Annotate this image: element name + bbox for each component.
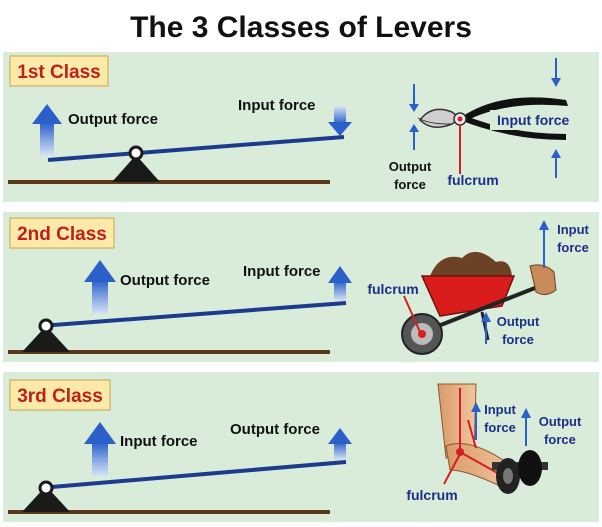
example-input-label-line2: force xyxy=(484,420,516,435)
lever-beam xyxy=(47,135,345,162)
output-force-label: Output force xyxy=(68,111,158,128)
example-output-label-line2: force xyxy=(394,177,426,192)
ground-line xyxy=(8,180,330,184)
ground-line xyxy=(8,510,330,514)
handle-force-arrows xyxy=(551,58,561,178)
fulcrum-triangle xyxy=(112,155,160,182)
example-input-arrow xyxy=(539,220,549,268)
output-force-arrow xyxy=(84,260,116,314)
panel-1st-class: 1st Class Output force Input force xyxy=(3,52,599,202)
example-input-label: Input force xyxy=(497,112,570,128)
input-force-label: Input force xyxy=(243,263,321,280)
class-label: 1st Class xyxy=(17,62,100,83)
example-fulcrum-label: fulcrum xyxy=(447,172,498,188)
example-input-label-line1: Input xyxy=(484,402,516,417)
input-force-arrow xyxy=(328,106,352,136)
input-force-label: Input force xyxy=(120,433,198,450)
output-force-label: Output force xyxy=(120,272,210,289)
pivot-point xyxy=(38,480,54,496)
ground-line xyxy=(8,350,330,354)
jaw-force-arrows xyxy=(409,84,419,150)
example-fulcrum-label: fulcrum xyxy=(367,281,418,297)
output-force-label: Output force xyxy=(230,421,320,438)
example-input-label-line2: force xyxy=(557,240,589,255)
input-force-arrow xyxy=(84,422,116,476)
arm-illustration xyxy=(437,383,548,494)
panel-3rd-class: 3rd Class Input force Output force xyxy=(3,372,599,522)
example-output-label-line1: Output xyxy=(389,159,432,174)
example-output-label-line2: force xyxy=(544,432,576,447)
wheelbarrow-illustration xyxy=(401,251,557,355)
output-force-arrow xyxy=(32,104,62,156)
class-label-box: 2nd Class xyxy=(9,217,115,249)
input-force-arrow xyxy=(328,266,352,301)
pivot-point xyxy=(128,145,144,161)
class-label: 3rd Class xyxy=(17,386,103,407)
example-input-label-line1: Input xyxy=(557,222,589,237)
example-output-label-line1: Output xyxy=(497,314,540,329)
example-output-label-line2: force xyxy=(502,332,534,347)
example-output-label-line1: Output xyxy=(539,414,582,429)
fulcrum-pointer xyxy=(403,295,421,333)
lever-beam xyxy=(39,460,347,490)
example-fulcrum-label: fulcrum xyxy=(406,487,457,503)
input-force-label: Input force xyxy=(238,97,316,114)
page-title: The 3 Classes of Levers xyxy=(130,11,472,44)
output-force-arrow xyxy=(328,428,352,460)
class-label-box: 1st Class xyxy=(9,55,109,87)
fulcrum-triangle xyxy=(22,326,70,352)
example-output-arrow xyxy=(521,408,531,446)
example-output-arrow xyxy=(481,312,491,344)
lever-beam xyxy=(39,301,347,328)
fulcrum-triangle xyxy=(22,486,70,512)
class-label-box: 3rd Class xyxy=(9,379,111,411)
example-input-arrow xyxy=(471,402,481,440)
panel-2nd-class: 2nd Class Output force Input force xyxy=(3,212,599,362)
pivot-point xyxy=(38,318,54,334)
class-label: 2nd Class xyxy=(17,224,107,245)
fulcrum-pointer xyxy=(443,453,461,485)
